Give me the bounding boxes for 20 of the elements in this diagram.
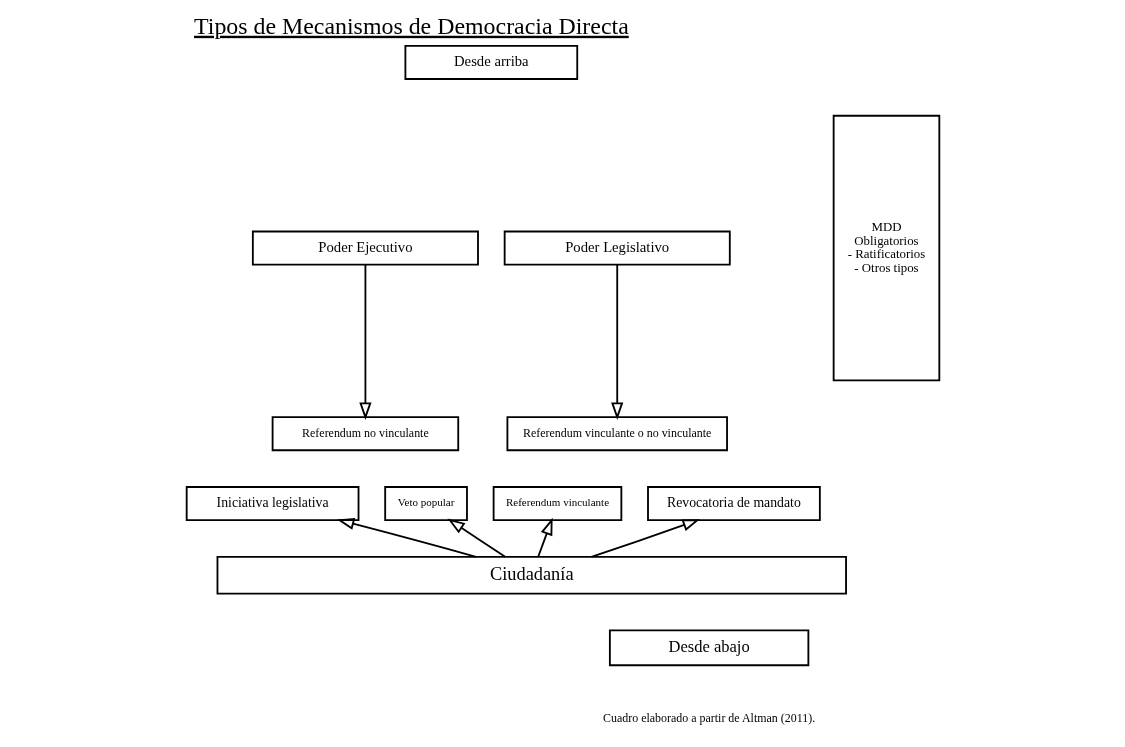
arrow [610,263,623,420]
caption: Cuadro elaborado a partir de Altman (2011). [602,710,815,725]
arrow [336,517,477,558]
node-box: Referendum vinculante [492,486,622,521]
arrow [446,518,506,558]
node-box: Poder Ejecutivo [251,230,479,266]
node-box: Desde arriba [403,44,578,80]
node-box: Desde abajo [608,629,809,667]
node-box: Referendum vinculante o no vinculante [505,416,728,452]
diagram-title: Tipos de Mecanismos de Democracia Directa [193,12,629,39]
node-box: Revocatoria de mandato [646,486,821,521]
node-box: Ciudadanía [216,555,847,595]
node-box: Iniciativa legislativa [185,486,359,521]
arrow [590,519,700,558]
node-box: Referendum no vinculante [271,416,459,452]
node-box: Veto popular [383,486,468,521]
arrow [358,263,372,420]
arrow [536,517,553,558]
node-box: MDD Obligatorios - Ratificatorios - Otros tipos [832,114,940,382]
node-box: Poder Legislativo [503,230,731,266]
